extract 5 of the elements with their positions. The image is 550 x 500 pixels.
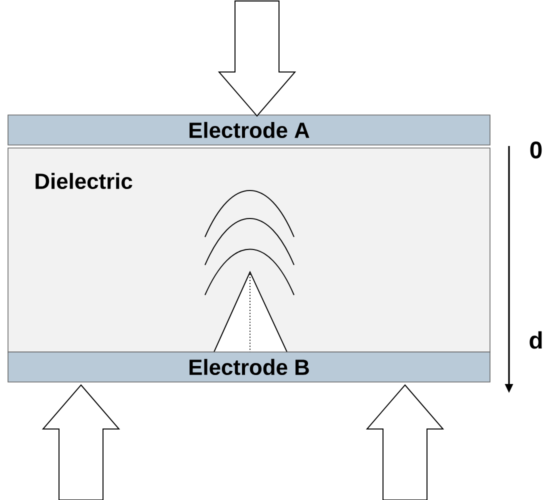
electrode-plate: Electrode B — [8, 352, 490, 382]
dielectric-layer: Dielectric — [8, 148, 490, 352]
electrode-plate: Electrode A — [8, 114, 490, 146]
axis-label: 0 — [530, 142, 542, 158]
axis-label: d — [530, 331, 542, 349]
